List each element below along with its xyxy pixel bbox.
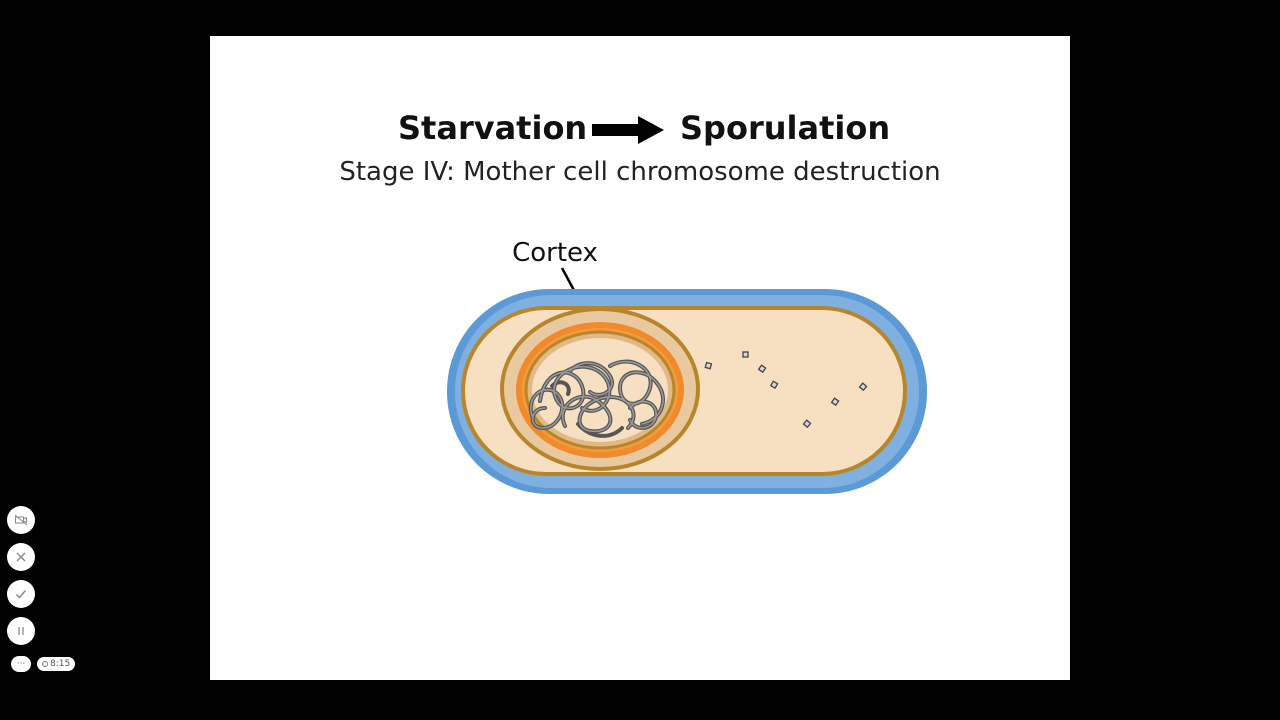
mother-chromosome-fragments	[704, 351, 868, 429]
clock-icon	[42, 661, 48, 667]
done-button[interactable]	[7, 580, 35, 608]
check-icon	[16, 590, 27, 599]
pause-icon	[18, 627, 24, 635]
camera-off-button[interactable]	[7, 506, 35, 534]
subtitle: Stage IV: Mother cell chromosome destruc…	[339, 157, 941, 187]
more-options-button[interactable]: ···	[11, 656, 31, 672]
timer-value: 8:15	[50, 659, 71, 669]
arrow-icon	[592, 116, 664, 144]
pause-button[interactable]	[7, 617, 35, 645]
close-icon	[16, 552, 26, 562]
camera-off-icon	[14, 514, 28, 526]
close-button[interactable]	[7, 543, 35, 571]
sporulation-diagram: Cortex	[447, 238, 927, 494]
recording-controls: ··· 8:15	[7, 506, 77, 676]
more-icon: ···	[16, 658, 26, 669]
recording-timer: 8:15	[37, 657, 76, 671]
title-row: Starvation Sporulation	[210, 106, 1070, 150]
title-starvation: Starvation	[398, 109, 588, 147]
title-sporulation: Sporulation	[680, 109, 891, 147]
cortex-label: Cortex	[512, 238, 598, 268]
slide: Starvation Sporulation Stage IV: Mother …	[210, 36, 1070, 680]
